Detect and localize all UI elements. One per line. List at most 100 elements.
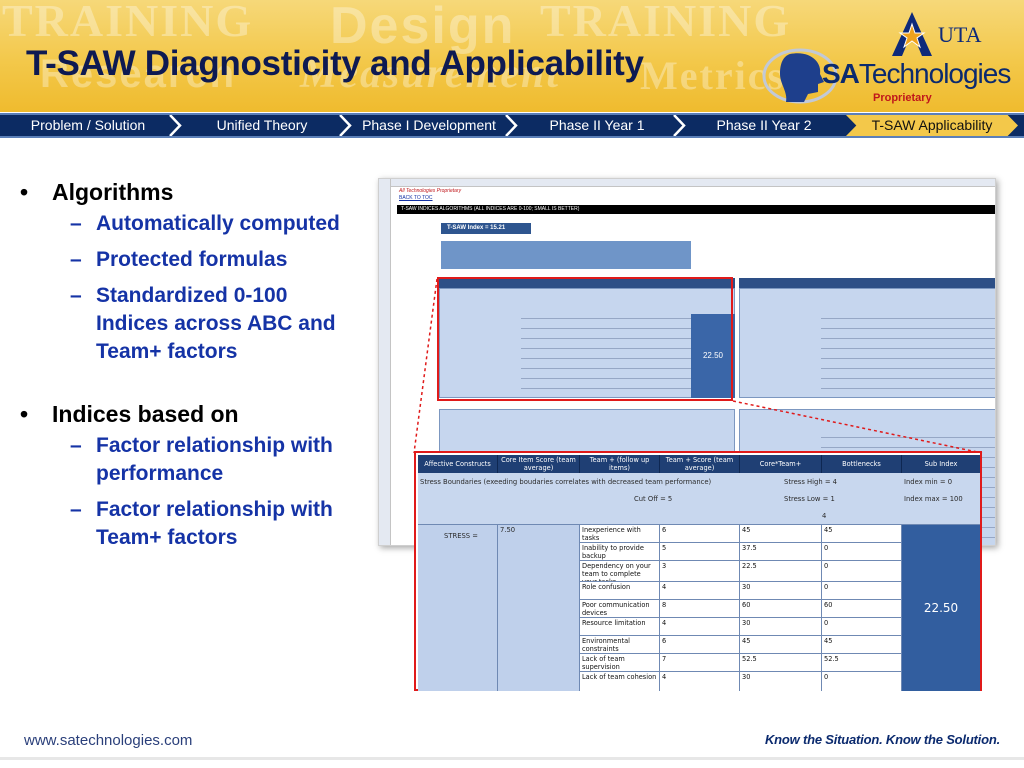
item-cell: Lack of team supervision <box>580 654 660 671</box>
nav-item-phase-ii-year-1[interactable]: Phase II Year 1 <box>514 115 680 136</box>
score-cell: 4 <box>660 672 740 691</box>
core-team-cell: 30 <box>740 672 822 691</box>
bottleneck-cell: 0 <box>822 543 902 560</box>
header-affective-constructs: Affective Constructs <box>418 455 498 473</box>
nav-item-phase-ii-year-2[interactable]: Phase II Year 2 <box>682 115 846 136</box>
core-team-cell: 30 <box>740 618 822 635</box>
highlight-box-zoomed: Affective Constructs Core Item Score (te… <box>414 451 982 691</box>
header-core-team: Core*Team+ <box>740 455 822 473</box>
page-title: T-SAW Diagnosticity and Applicability <box>26 44 644 83</box>
core-score-cell: 7.50 <box>498 524 580 691</box>
nav-item-label: Unified Theory <box>216 117 308 133</box>
item-cell: Inexperience with tasks <box>580 525 660 542</box>
core-team-cell: 37.5 <box>740 543 822 560</box>
header-watermark: TRAINING Design TRAINING Research Measur… <box>0 0 1024 112</box>
score-cell: 5 <box>660 543 740 560</box>
index-max-value: Index max = 100 <box>904 495 963 503</box>
index-min-value: Index min = 0 <box>904 478 953 486</box>
sa-logo-suffix: Technologies <box>858 58 1011 89</box>
core-team-cell: 60 <box>740 600 822 617</box>
nav-item-label: Phase I Development <box>362 117 496 133</box>
sheet-back-link[interactable]: BACK TO TOC <box>399 195 433 201</box>
sheet-table-header <box>739 278 995 288</box>
bullet-list: Algorithms Automatically computed Protec… <box>20 178 360 560</box>
sheet-table-header <box>439 278 735 288</box>
core-score-value: 7.50 <box>500 526 516 534</box>
core-team-cell: 45 <box>740 636 822 653</box>
watermark-word: Design <box>330 0 516 55</box>
footer-divider <box>0 757 1024 760</box>
core-team-cell: 22.5 <box>740 561 822 581</box>
header-sub-index: Sub Index <box>902 455 980 473</box>
nav-item-unified-theory[interactable]: Unified Theory <box>178 115 346 136</box>
sheet-table <box>439 288 735 398</box>
stress-high-value: Stress High = 4 <box>784 478 838 486</box>
nav-item-phase-i-development[interactable]: Phase I Development <box>348 115 510 136</box>
item-cell: Poor communication devices <box>580 600 660 617</box>
nav-item-label: Phase II Year 1 <box>549 117 645 133</box>
watermark-word: Metrics <box>640 53 786 98</box>
score-cell: 8 <box>660 600 740 617</box>
sa-logo-prefix: SA <box>822 58 860 89</box>
zoomed-table-body: Stress Boundaries (exeeding boudaries co… <box>418 473 980 691</box>
table-row: Poor communication devices 8 60 60 <box>580 599 902 617</box>
header-core-item-score: Core Item Score (team average) <box>498 455 580 473</box>
sub-bullet: Factor relationship with performance <box>20 432 360 488</box>
bottleneck-cell: 0 <box>822 561 902 581</box>
sub-bullet: Factor relationship with Team+ factors <box>20 496 360 552</box>
sub-bullet: Standardized 0-100 Indices across ABC an… <box>20 282 360 366</box>
highlight-box-small <box>437 277 733 401</box>
watermark-word: Measurement <box>300 51 561 97</box>
table-row: Role confusion 4 30 0 <box>580 581 902 599</box>
score-cell: 4 <box>660 618 740 635</box>
nav-item-problem-solution[interactable]: Problem / Solution <box>0 115 176 136</box>
item-cell: Role confusion <box>580 582 660 599</box>
boundary-description: Stress Boundaries (exeeding boudaries co… <box>420 478 712 486</box>
bullet-algorithms: Algorithms <box>20 178 360 206</box>
zoomed-table-header: Affective Constructs Core Item Score (te… <box>418 455 980 473</box>
score-cell: 6 <box>660 525 740 542</box>
row-header-strip <box>379 179 391 545</box>
sheet-weights-block <box>441 241 691 269</box>
header-band: TRAINING Design TRAINING Research Measur… <box>0 0 1024 112</box>
table-row: Lack of team cohesion 4 30 0 <box>580 671 902 691</box>
bottleneck-cell: 52.5 <box>822 654 902 671</box>
bullet-indices-based-on: Indices based on <box>20 400 360 428</box>
header-bottlenecks: Bottlenecks <box>822 455 902 473</box>
construct-cell: STRESS = <box>418 524 498 691</box>
uta-star-logo-icon <box>892 12 932 56</box>
section-nav-bar: Problem / Solution Unified Theory Phase … <box>0 113 1024 138</box>
table-row: Dependency on your team to complete your… <box>580 560 902 581</box>
sheet-table-grid <box>521 314 691 398</box>
sub-index-cell: 22.50 <box>902 524 980 691</box>
uta-logo-text: UTA <box>938 22 982 47</box>
core-team-cell: 45 <box>740 525 822 542</box>
item-cell: Dependency on your team to complete your… <box>580 561 660 581</box>
sheet-proprietary-note: All Technologies Proprietary <box>399 188 462 194</box>
table-row: Environmental constraints 6 45 45 <box>580 635 902 653</box>
proprietary-label: Proprietary <box>873 92 932 104</box>
bottleneck-cell: 60 <box>822 600 902 617</box>
sheet-sub-index: 22.50 <box>691 314 735 398</box>
bottleneck-cell: 45 <box>822 636 902 653</box>
chevron-right-icon <box>673 115 686 136</box>
sheet-index-title: T-SAW Index = 15.21 <box>441 223 531 234</box>
sub-bullet: Automatically computed <box>20 210 360 238</box>
nav-item-t-saw-applicability[interactable]: T-SAW Applicability <box>846 115 1018 136</box>
score-cell: 4 <box>660 582 740 599</box>
item-cell: Inability to provide backup <box>580 543 660 560</box>
footer-website[interactable]: www.satechnologies.com <box>24 732 193 749</box>
item-cell: Lack of team cohesion <box>580 672 660 691</box>
nav-item-label: T-SAW Applicability <box>871 117 993 133</box>
bottleneck-cell: 0 <box>822 672 902 691</box>
bottleneck-cell: 45 <box>822 525 902 542</box>
table-row: Lack of team supervision 7 52.5 52.5 <box>580 653 902 671</box>
header-team-plus-items: Team + (follow up items) <box>580 455 660 473</box>
cut-off-value: Cut Off = 5 <box>634 495 673 503</box>
column-header-strip <box>379 179 995 187</box>
core-team-cell: 52.5 <box>740 654 822 671</box>
sub-bullet: Protected formulas <box>20 246 360 274</box>
stress-low-value: Stress Low = 1 <box>784 495 835 503</box>
header-team-plus-score: Team + Score (team average) <box>660 455 740 473</box>
chevron-right-icon <box>169 115 182 136</box>
